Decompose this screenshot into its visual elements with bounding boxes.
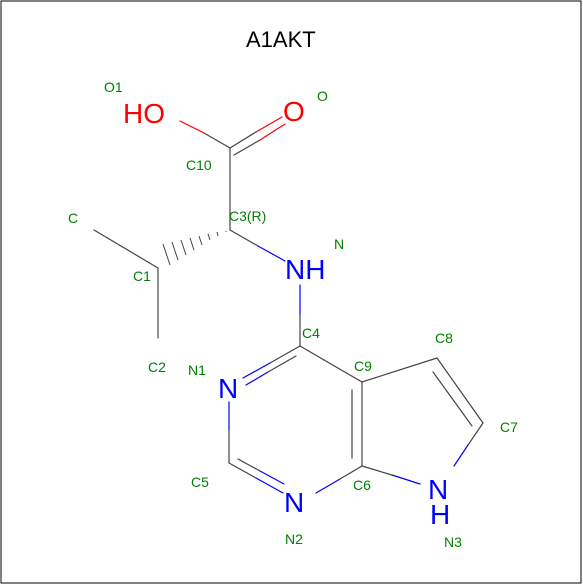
- bond-c10-o-b2: [259, 123, 286, 141]
- label-c6: C6: [353, 477, 371, 493]
- atom-ring-nitrogen-1: N: [218, 373, 238, 404]
- bond-c7-n3-b: [453, 444, 469, 467]
- bond-c9-c4: [299, 345, 363, 383]
- label-c10: C10: [186, 157, 212, 173]
- stereo-hash-bond: [162, 231, 227, 266]
- bond-c10-o-a2: [233, 139, 261, 156]
- label-c7: C7: [500, 419, 518, 435]
- label-n: N: [334, 236, 344, 252]
- label-c8: C8: [435, 330, 453, 346]
- bond-c3-n-a: [229, 229, 259, 247]
- atom-hydroxyl: HO: [123, 98, 165, 129]
- atom-pyrrole-hydrogen: H: [430, 499, 450, 530]
- bond-c4-n1-b: [242, 362, 271, 379]
- bond-c5-n2-c: [237, 458, 261, 472]
- atom-amine-nitrogen: NH: [285, 254, 325, 285]
- label-o: O: [317, 88, 328, 104]
- label-n1: N1: [188, 362, 206, 378]
- atom-ring-nitrogen-2: N: [284, 487, 304, 518]
- label-c2: C2: [148, 359, 166, 375]
- label-o1: O1: [104, 79, 123, 95]
- bond-c10-o-b1: [255, 116, 283, 133]
- bond-c-c1: [93, 229, 159, 269]
- label-c: C: [68, 210, 78, 226]
- label-c5: C5: [191, 474, 209, 490]
- bond-c5-n2-a: [228, 462, 257, 479]
- bond-c8-c7-inner: [432, 371, 473, 427]
- bond-c9-c8: [361, 357, 438, 383]
- bond-n2-c6-b: [339, 465, 363, 480]
- label-c4: C4: [302, 325, 320, 341]
- label-c3: C3(R): [229, 208, 266, 224]
- label-n2: N2: [285, 531, 303, 547]
- label-c1: C1: [133, 268, 151, 284]
- bond-n3-c6-b: [361, 465, 393, 476]
- bond-c4-n1-c: [267, 355, 297, 373]
- label-c9: C9: [354, 358, 372, 374]
- bond-c4-n1-a: [269, 345, 301, 364]
- bond-c4-n1-d: [245, 371, 269, 386]
- bond-c8-c7: [436, 357, 484, 424]
- bonds: [93, 116, 484, 494]
- bond-n2-c6-a: [315, 478, 341, 494]
- bond-c7-n3-a: [467, 422, 484, 446]
- bond-c5-n2-b: [255, 477, 284, 494]
- bond-c10-o-a1: [229, 131, 257, 149]
- atom-pyrrole-nitrogen: N: [428, 474, 448, 505]
- bond-c3-n-b: [257, 245, 286, 262]
- bond-n3-c6-a: [391, 474, 421, 485]
- atom-labels: O1 O C10 C3(R) C N C1 C4 C8 C2 N1 C9 C7 …: [68, 79, 518, 550]
- molecule-title: A1AKT: [246, 27, 316, 52]
- bond-c5-n2-d: [259, 470, 285, 485]
- bond-c10-o1-b: [179, 120, 205, 134]
- bond-c10-o1-a: [203, 132, 231, 149]
- atom-carbonyl-oxygen: O: [283, 96, 305, 127]
- label-n3: N3: [444, 534, 462, 550]
